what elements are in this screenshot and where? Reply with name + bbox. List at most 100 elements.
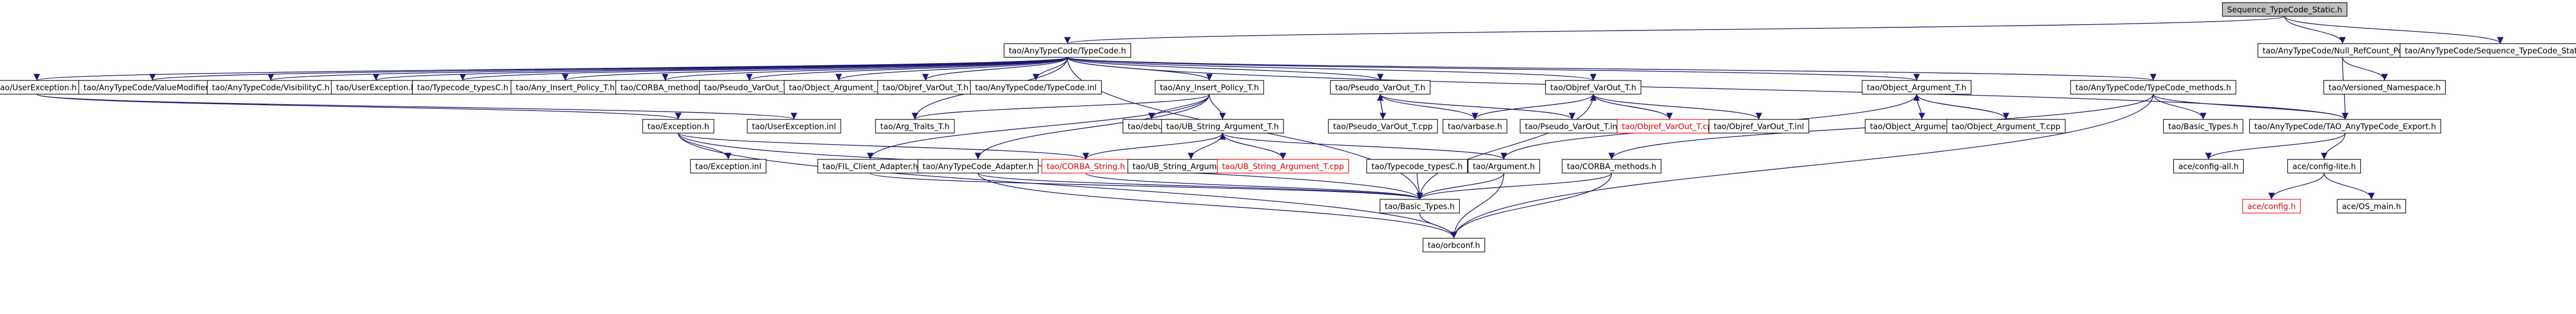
node-fil-client[interactable]: tao/FIL_Client_Adapter.h (817, 159, 923, 174)
edge-anytc-to-objref-var2 (1067, 57, 1596, 81)
edge-exception-h-to-exception-inl (678, 133, 732, 160)
edge-typecode-typesc2-to-basic-types (1416, 173, 1423, 200)
node-tao-anytypecode-export[interactable]: tao/AnyTypeCode/TAO_AnyTypeCode_Export.h (2249, 119, 2441, 134)
edge-anytc-to-any-insert-policy (562, 57, 1068, 81)
edge-anytypecode-adapter-to-basic-types (978, 173, 1423, 200)
node-anytypecode-adapter[interactable]: tao/AnyTypeCode_Adapter.h (918, 159, 1038, 174)
edge-ub-string-cpp-to-ulb-string (1219, 133, 1284, 160)
node-corba-methods2[interactable]: tao/CORBA_methods.h (1562, 159, 1662, 174)
node-pseudo-var-inl[interactable]: tao/Pseudo_VarOut_T.inl (1520, 119, 1625, 134)
node-any-insert-policy2[interactable]: tao/Any_Insert_Policy_T.h (1155, 80, 1264, 95)
node-obj-arg-cpp[interactable]: tao/Object_Argument_T.cpp (1946, 119, 2066, 134)
edge-null-refcount-to-versioned-ns (2342, 57, 2388, 81)
edge-tc-methods-to-orbconf (1450, 94, 2154, 239)
edge-exception-h-to-corba-string (678, 133, 1089, 160)
node-box (207, 80, 335, 95)
node-objref-var2[interactable]: tao/Objref_VarOut_T.h (1545, 80, 1642, 95)
edge-anytc-to-pseudo-var-h (746, 57, 1068, 81)
node-any-insert-policy[interactable]: tao/Any_Insert_Policy_T.h (511, 80, 620, 95)
node-objref-inl[interactable]: tao/Objref_VarOut_T.inl (1708, 119, 1809, 134)
node-object-arg-h[interactable]: tao/Object_Argument_T.h (783, 80, 894, 95)
node-corba-string[interactable]: tao/CORBA_String.h (1041, 159, 1131, 174)
node-label: tao/CORBA_methods.h (620, 83, 710, 93)
edge-anytc-to-objref-var-h (922, 57, 1068, 81)
node-label: tao/Typecode_typesC.h (417, 83, 508, 93)
node-box (1545, 80, 1642, 95)
node-typecode-typesc2[interactable]: tao/Typecode_typesC.h (1366, 159, 1468, 174)
edge-root-to-seq-tc-static-inl (2284, 16, 2504, 44)
node-label: tao/Any_Insert_Policy_T.h (1160, 83, 1259, 93)
node-exception-h[interactable]: tao/Exception.h (642, 119, 715, 134)
edge-corba-string-to-basic-types (1085, 173, 1423, 200)
node-box (412, 80, 514, 95)
node-objref-var-h[interactable]: tao/Objref_VarOut_T.h (877, 80, 974, 95)
edge-exception-h-to-orbconf (678, 133, 1458, 239)
node-label: tao/AnyTypeCode/TAO_AnyTypeCode_Export.h (2254, 122, 2436, 132)
node-ace-config-lite[interactable]: ace/config-lite.h (2287, 159, 2361, 174)
node-userexc-inl[interactable]: tao/UserException.inl (747, 119, 841, 134)
node-seq-tc-static-inl[interactable]: tao/AnyTypeCode/Sequence_TypeCode_Static… (2399, 43, 2576, 58)
node-visibility[interactable]: tao/AnyTypeCode/VisibilityC.h (207, 80, 335, 95)
node-box (1442, 119, 1508, 134)
edge-anytc-to-corba-methods (662, 57, 1068, 81)
node-userexc-h[interactable]: tao/UserException.h (0, 80, 82, 95)
node-anytc[interactable]: tao/AnyTypeCode/TypeCode.h (1003, 43, 1132, 58)
node-argument-h[interactable]: tao/Argument.h (1468, 159, 1540, 174)
node-box (2222, 2, 2348, 17)
node-ub-string-cpp[interactable]: tao/UB_String_Argument_T.cpp (1217, 159, 1349, 174)
node-ace-os-main[interactable]: ace/OS_main.h (2337, 199, 2406, 214)
edge-pseudo-var-cpp-to-pseudo-var2 (1377, 94, 1384, 120)
node-box (1161, 119, 1284, 134)
node-box (747, 119, 841, 134)
node-ulb-string[interactable]: tao/UB_String_Argument_T.h (1161, 119, 1284, 134)
edge-any-insert-policy2-to-anytypecode-adapter (974, 94, 1210, 160)
node-userexc2[interactable]: tao/UserException.h (331, 80, 421, 95)
node-box (2287, 159, 2361, 174)
node-box (1946, 119, 2066, 134)
edge-ace-config-lite-to-ace-os-main (2324, 173, 2375, 200)
edge-fil-client-to-basic-types (870, 173, 1423, 200)
edge-any-insert-policy2-to-debug-h (1148, 94, 1210, 120)
node-box (1422, 238, 1485, 252)
node-tc-methods[interactable]: tao/AnyTypeCode/TypeCode_methods.h (2070, 80, 2236, 95)
node-box (1003, 43, 1132, 58)
node-tc-inl[interactable]: tao/AnyTypeCode/TypeCode.inl (970, 80, 1102, 95)
node-orbconf[interactable]: tao/orbconf.h (1422, 238, 1485, 252)
node-box (642, 119, 715, 134)
node-object-arg2[interactable]: tao/Object_Argument_T.h (1861, 80, 1972, 95)
node-label: tao/Objref_VarOut_T.cpp (1622, 122, 1717, 132)
node-label: tao/AnyTypeCode/TypeCode.inl (975, 83, 1096, 93)
node-ace-config-all[interactable]: ace/config-all.h (2173, 159, 2244, 174)
node-label: tao/Pseudo_VarOut_T.h (1335, 83, 1426, 93)
node-basic-types-h[interactable]: tao/Basic_Types.h (2163, 119, 2244, 134)
node-label: tao/AnyTypeCode_Adapter.h (923, 162, 1034, 172)
node-exception-inl[interactable]: tao/Exception.inl (690, 159, 767, 174)
node-box (2163, 119, 2244, 134)
node-label: tao/Exception.h (647, 122, 709, 131)
node-null-refcount[interactable]: tao/AnyTypeCode/Null_RefCount_Policy.h (2257, 43, 2428, 58)
node-typecode-typesc[interactable]: tao/Typecode_typesC.h (412, 80, 514, 95)
node-corba-methods[interactable]: tao/CORBA_methods.h (615, 80, 715, 95)
node-pseudo-var2[interactable]: tao/Pseudo_VarOut_T.h (1330, 80, 1431, 95)
node-ace-config-h[interactable]: ace/config.h (2242, 199, 2301, 214)
node-label: ace/config.h (2247, 202, 2296, 211)
edge-pseudo-var2-to-pseudo-var-inl (1380, 94, 1576, 120)
node-label: tao/AnyTypeCode/ValueModifierC.h (84, 83, 221, 93)
edge-anytc-to-tao-anytypecode-export (1067, 57, 2348, 120)
node-valuemodifier[interactable]: tao/AnyTypeCode/ValueModifierC.h (78, 80, 227, 95)
node-box (78, 80, 227, 95)
node-box (1562, 159, 1662, 174)
node-versioned-ns[interactable]: tao/Versioned_Namespace.h (2323, 80, 2446, 95)
node-box (1155, 80, 1264, 95)
node-objref-cpp[interactable]: tao/Objref_VarOut_T.cpp (1616, 119, 1723, 134)
node-label: tao/UserException.h (336, 83, 416, 93)
node-box (783, 80, 894, 95)
node-varbase[interactable]: tao/varbase.h (1442, 119, 1508, 134)
node-arg-traits[interactable]: tao/Arg_Traits_T.h (875, 119, 955, 134)
node-basic-types[interactable]: tao/Basic_Types.h (1379, 199, 1460, 214)
node-label: tao/Argument.h (1473, 162, 1535, 171)
node-pseudo-var-h[interactable]: tao/Pseudo_VarOut_T.h (699, 80, 800, 95)
node-pseudo-var-cpp[interactable]: tao/Pseudo_VarOut_T.cpp (1328, 119, 1438, 134)
node-box (1328, 119, 1438, 134)
